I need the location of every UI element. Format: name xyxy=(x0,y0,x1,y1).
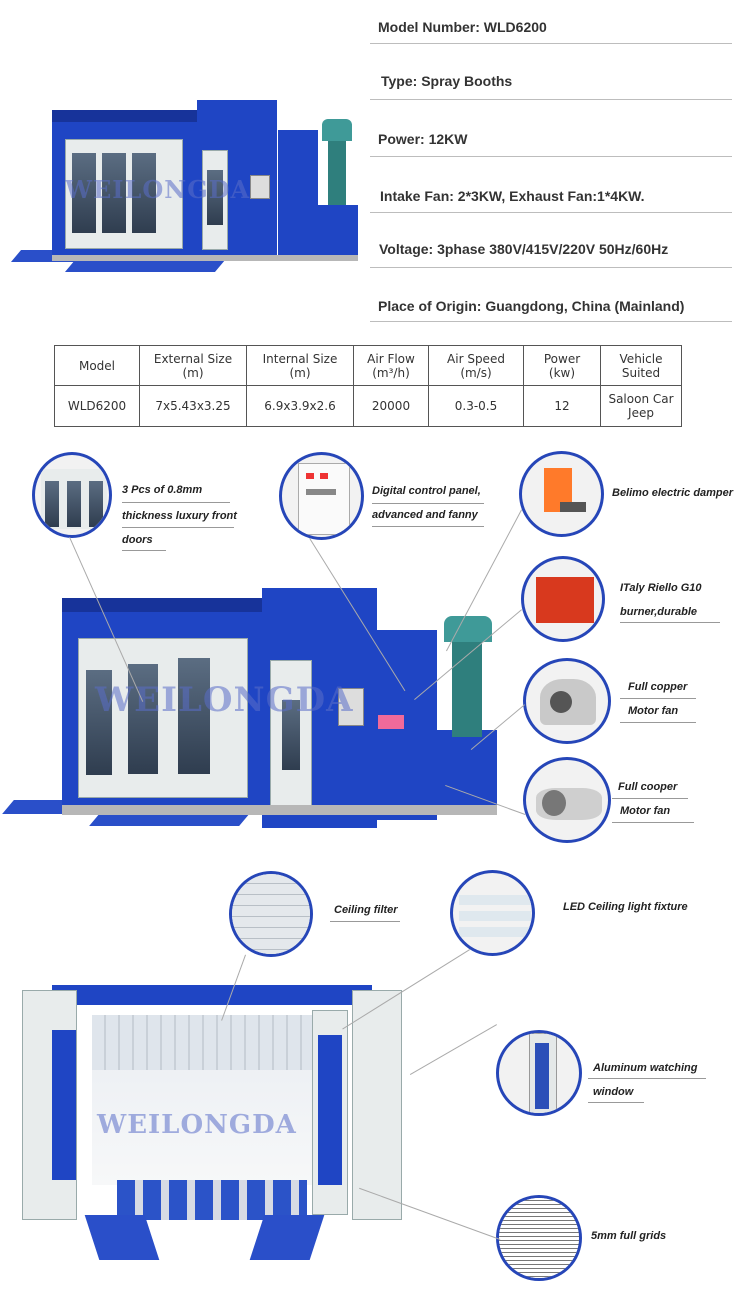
spec-voltage: Voltage: 3phase 380V/415V/220V 50Hz/60Hz xyxy=(379,241,669,257)
fan2-circle xyxy=(523,757,611,843)
ceiling-filter-circle xyxy=(229,871,313,957)
header-external-size: External Size(m) xyxy=(139,345,247,386)
label-burner-1: ITaly Riello G10 xyxy=(620,582,702,594)
spec-fans: Intake Fan: 2*3KW, Exhaust Fan:1*4KW. xyxy=(380,188,645,204)
watching-window-circle xyxy=(496,1030,582,1116)
label-underline xyxy=(620,698,696,699)
label-window-1: Aluminum watching xyxy=(593,1062,698,1074)
label-led: LED Ceiling light fixture xyxy=(563,901,688,913)
label-underline xyxy=(612,798,688,799)
booth-image-middle: WEILONGDA xyxy=(0,580,510,840)
booth-image-bottom: WEILONGDA xyxy=(22,985,402,1265)
watermark: WEILONGDA xyxy=(65,175,251,204)
label-doors-1: 3 Pcs of 0.8mm xyxy=(122,484,203,496)
label-underline xyxy=(588,1078,706,1079)
watermark: WEILONGDA xyxy=(97,1110,297,1140)
label-fan1-1: Full copper xyxy=(628,681,688,693)
doors-detail-circle xyxy=(32,452,112,538)
label-fan1-2: Motor fan xyxy=(628,705,679,717)
damper-circle xyxy=(519,451,604,537)
control-panel-circle xyxy=(279,452,364,540)
cell-air-flow: 20000 xyxy=(353,385,429,427)
label-panel-1: Digital control panel, xyxy=(372,485,481,497)
label-fan2-2: Motor fan xyxy=(620,805,671,817)
label-underline xyxy=(122,502,230,503)
table-row: WLD6200 7x5.43x3.25 6.9x3.9x2.6 20000 0.… xyxy=(54,385,682,427)
cell-external-size: 7x5.43x3.25 xyxy=(139,385,247,427)
watermark: WEILONGDA xyxy=(95,680,354,720)
divider xyxy=(370,43,732,44)
label-fan2-1: Full cooper xyxy=(618,781,678,793)
label-underline xyxy=(330,921,400,922)
header-internal-size: Internal Size(m) xyxy=(246,345,354,386)
label-damper: Belimo electric damper xyxy=(612,487,734,499)
spec-origin: Place of Origin: Guangdong, China (Mainl… xyxy=(378,298,685,314)
header-air-speed: Air Speed(m/s) xyxy=(428,345,524,386)
spec-power: Power: 12KW xyxy=(378,131,468,147)
leader-line xyxy=(409,1024,497,1075)
header-power: Power(kw) xyxy=(523,345,601,386)
led-light-circle xyxy=(450,870,535,956)
cell-air-speed: 0.3-0.5 xyxy=(428,385,524,427)
label-underline xyxy=(612,822,694,823)
cell-internal-size: 6.9x3.9x2.6 xyxy=(246,385,354,427)
spec-type: Type: Spray Booths xyxy=(381,73,513,89)
label-grids: 5mm full grids xyxy=(591,1230,667,1242)
label-doors-3: doors xyxy=(122,534,153,546)
label-underline xyxy=(122,527,234,528)
label-doors-2: thickness luxury front xyxy=(122,510,237,522)
label-panel-2: advanced and fanny xyxy=(372,509,478,521)
label-underline xyxy=(372,526,484,527)
cell-model: WLD6200 xyxy=(54,385,140,427)
label-burner-2: burner,durable xyxy=(620,606,698,618)
divider xyxy=(370,321,732,322)
label-underline xyxy=(122,550,166,551)
burner-circle xyxy=(521,556,605,642)
header-air-flow: Air Flow(m³/h) xyxy=(353,345,429,386)
label-window-2: window xyxy=(593,1086,634,1098)
cell-power: 12 xyxy=(523,385,601,427)
grids-circle xyxy=(496,1195,582,1281)
header-model: Model xyxy=(54,345,140,386)
divider xyxy=(370,212,732,213)
fan1-circle xyxy=(523,658,611,744)
divider xyxy=(370,267,732,268)
spec-model: Model Number: WLD6200 xyxy=(378,19,547,35)
table-header-row: Model External Size(m) Internal Size(m) … xyxy=(54,345,682,386)
label-underline xyxy=(620,722,696,723)
divider xyxy=(370,156,732,157)
spec-table: Model External Size(m) Internal Size(m) … xyxy=(54,345,682,427)
label-ceiling-filter: Ceiling filter xyxy=(334,904,398,916)
label-underline xyxy=(620,622,720,623)
label-underline xyxy=(588,1102,644,1103)
divider xyxy=(370,99,732,100)
label-underline xyxy=(372,503,484,504)
booth-image-top: WEILONGDA xyxy=(10,95,370,280)
